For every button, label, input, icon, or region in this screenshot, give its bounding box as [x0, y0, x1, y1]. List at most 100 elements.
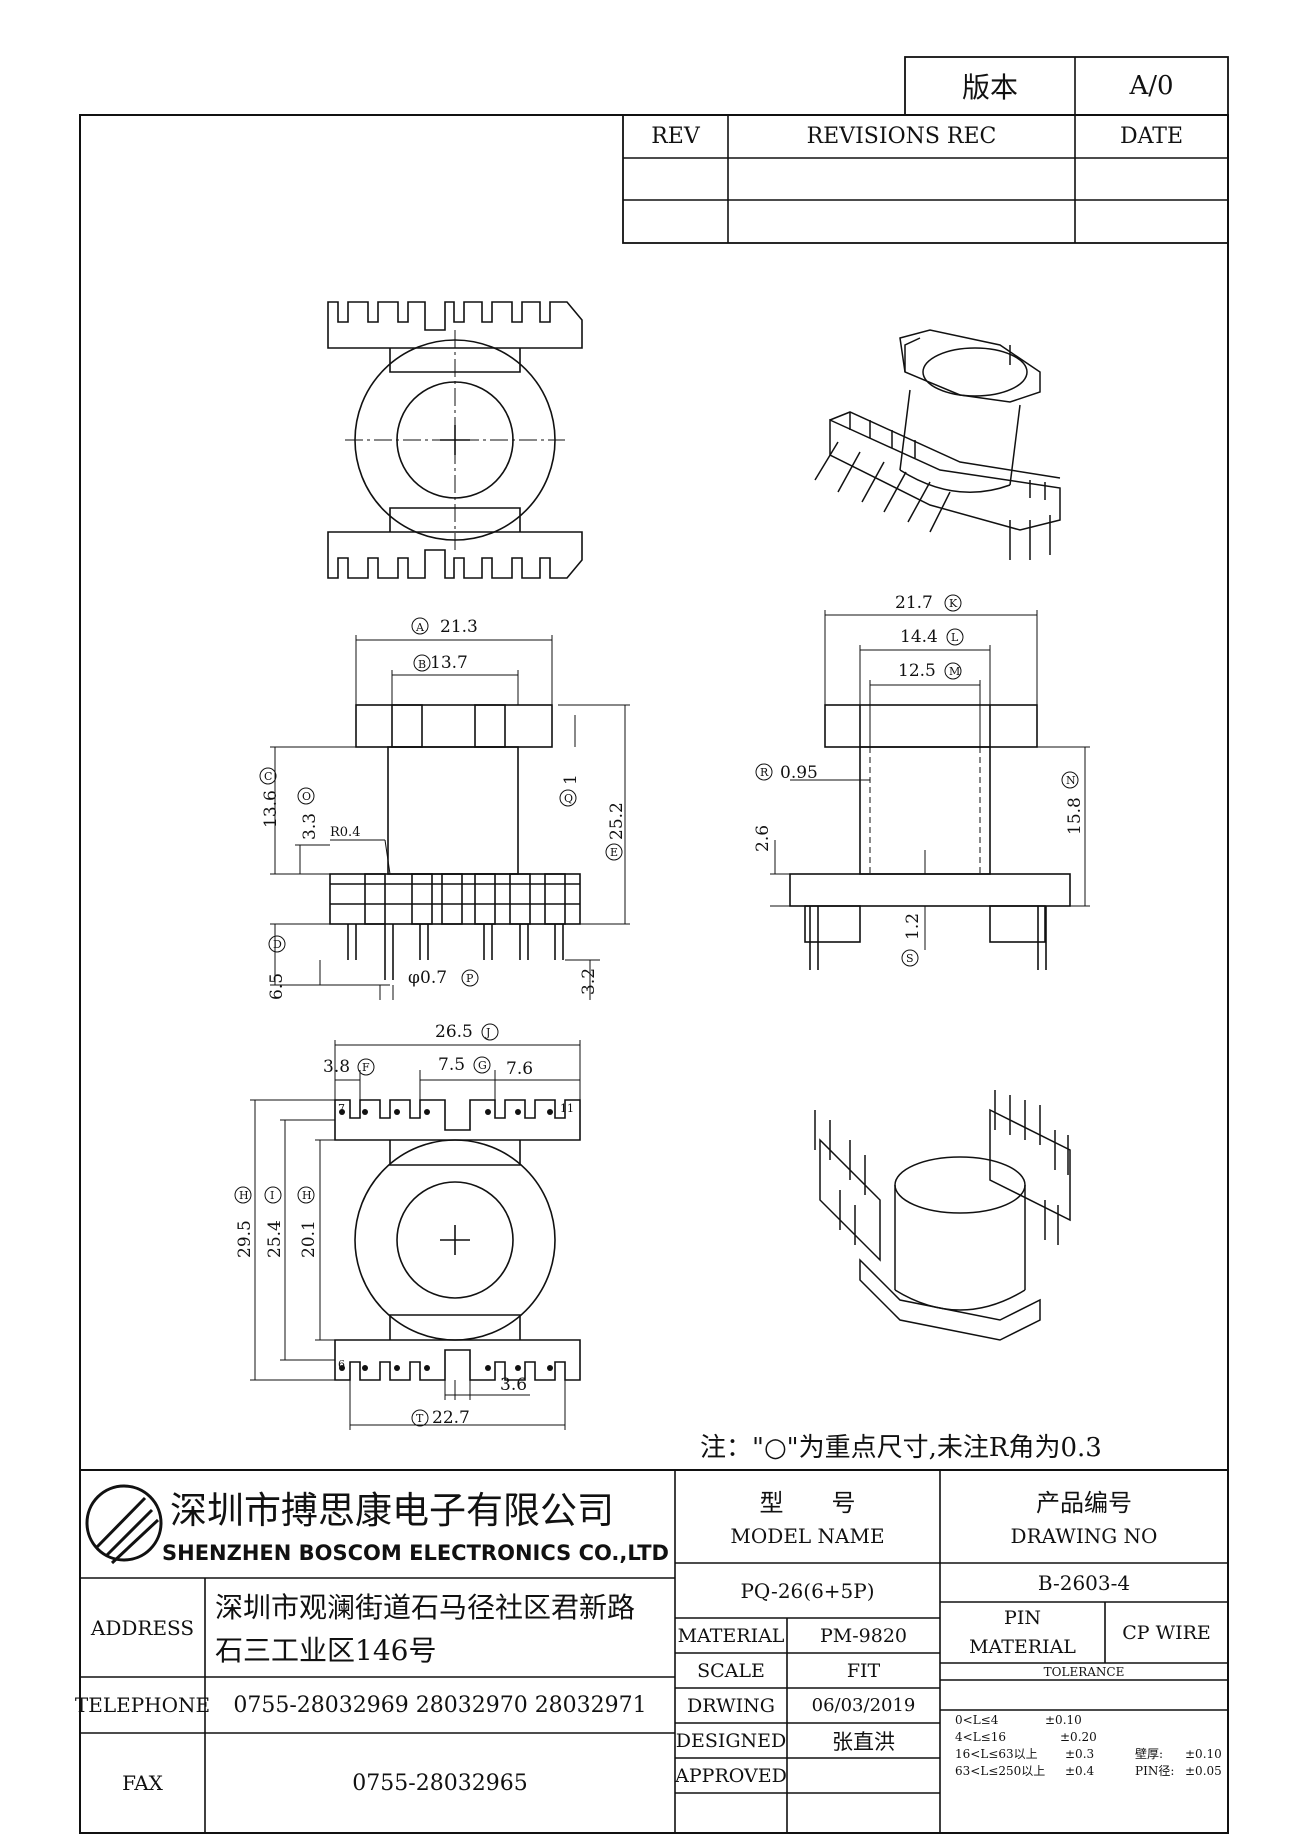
- pin-6-label: 6: [338, 1358, 345, 1371]
- dim-C: 13.6: [261, 790, 281, 828]
- dim-M: 12.5: [898, 661, 936, 681]
- dim-H-20.1: 20.1: [299, 1220, 319, 1258]
- front-view: [270, 635, 630, 1000]
- dim-1.2: 1.2: [903, 913, 923, 940]
- approved-label: APPROVED: [675, 1764, 787, 1787]
- dim-L: 14.4: [900, 627, 938, 647]
- drwing-value: 06/03/2019: [811, 1695, 916, 1716]
- svg-text:F: F: [362, 1061, 370, 1074]
- pin-11-label: 11: [560, 1102, 574, 1115]
- model-name-label-cn: 型 号: [759, 1488, 856, 1517]
- dim-B: 13.7: [430, 653, 468, 673]
- fax-label: FAX: [122, 1771, 163, 1795]
- svg-text:φ: φ: [408, 968, 420, 988]
- tol-value-2: ±0.20: [1060, 1730, 1097, 1744]
- tol-range-1: 0<L≤4: [955, 1713, 999, 1727]
- svg-text:J: J: [485, 1026, 490, 1039]
- dim-3.6: 3.6: [500, 1375, 527, 1395]
- drawing-no-value: B-2603-4: [1037, 1570, 1131, 1595]
- svg-text:K: K: [949, 597, 958, 610]
- dim-J: 26.5: [435, 1022, 473, 1042]
- material-label: MATERIAL: [677, 1624, 785, 1647]
- scale-value: FIT: [846, 1659, 881, 1682]
- rev-header: REV: [651, 124, 700, 149]
- drawing-no-label-cn: 产品编号: [1036, 1488, 1132, 1517]
- svg-text:G: G: [478, 1059, 487, 1072]
- dimension-labels: 21.3 A 13.7 B 13.6 C 3.3 O R0.4 1 Q 25.2…: [234, 593, 1085, 1428]
- dim-P: 0.7: [420, 968, 447, 988]
- svg-text:B: B: [418, 658, 426, 671]
- designed-value: 张直洪: [832, 1729, 895, 1754]
- fax-value: 0755-28032965: [352, 1770, 528, 1796]
- pin-material-label-2: MATERIAL: [969, 1636, 1076, 1658]
- svg-text:N: N: [1066, 774, 1076, 787]
- tol-value-4: ±0.4: [1065, 1764, 1095, 1778]
- tol-range-3: 16<L≤63以上: [955, 1747, 1038, 1761]
- pin-7-label: 7: [338, 1102, 345, 1115]
- svg-text:D: D: [273, 938, 282, 951]
- side-view: [770, 610, 1090, 970]
- address-line-1: 深圳市观澜街道石马径社区君新路: [215, 1591, 636, 1624]
- company-name-cn: 深圳市搏思康电子有限公司: [170, 1489, 614, 1532]
- tol-pin-label: PIN径:: [1135, 1764, 1175, 1778]
- dim-K: 21.7: [895, 593, 933, 613]
- svg-text:P: P: [466, 972, 474, 985]
- svg-text:C: C: [264, 770, 272, 783]
- company-name-en: SHENZHEN BOSCOM ELECTRONICS CO.,LTD: [162, 1541, 669, 1565]
- dim-O: 3.3: [300, 813, 320, 840]
- telephone-label: TELEPHONE: [74, 1693, 211, 1717]
- tol-value-1: ±0.10: [1045, 1713, 1082, 1727]
- revisions-table: [622, 114, 1229, 244]
- drwing-label: DRWING: [687, 1694, 775, 1717]
- tol-wall-value: ±0.10: [1185, 1747, 1222, 1761]
- drawing-note: 注："○"为重点尺寸,未注R角为0.3: [700, 1432, 1102, 1463]
- tolerance-label: TOLERANCE: [1043, 1664, 1125, 1679]
- designed-label: DESIGNED: [675, 1729, 787, 1752]
- dim-H-29.5: 29.5: [235, 1220, 255, 1258]
- material-value: PM-9820: [819, 1624, 907, 1647]
- svg-text:H: H: [302, 1189, 312, 1202]
- address-line-2: 石三工业区146号: [215, 1634, 437, 1667]
- dim-T: 22.7: [432, 1408, 470, 1428]
- version-label: 版本: [961, 71, 1018, 104]
- tol-pin-value: ±0.05: [1185, 1764, 1222, 1778]
- top-view-1: [327, 301, 583, 579]
- bottom-view: [250, 1040, 581, 1430]
- svg-text:O: O: [302, 790, 311, 803]
- dim-R: R0.4: [330, 825, 360, 840]
- model-name-label-en: MODEL NAME: [730, 1524, 885, 1548]
- pin-material-label-1: PIN: [1004, 1607, 1041, 1629]
- svg-text:Q: Q: [564, 792, 573, 805]
- scale-label: SCALE: [697, 1659, 765, 1682]
- dim-I-25.4: 25.4: [265, 1220, 285, 1258]
- dim-E: 25.2: [607, 802, 627, 840]
- telephone-value: 0755-28032969 28032970 28032971: [233, 1692, 647, 1718]
- dim-G: 7.5: [438, 1055, 465, 1075]
- svg-text:E: E: [610, 846, 618, 859]
- isometric-view-1: [814, 329, 1061, 560]
- dim-N: 15.8: [1065, 797, 1085, 835]
- dim-3.2: 3.2: [579, 968, 599, 995]
- dim-F: 3.8: [323, 1057, 350, 1077]
- svg-text:H: H: [239, 1189, 249, 1202]
- svg-text:R: R: [760, 766, 769, 779]
- title-block-lines: [80, 1469, 1228, 1833]
- svg-text:A: A: [415, 621, 425, 634]
- dim-A: 21.3: [440, 617, 478, 637]
- isometric-view-2: [814, 1090, 1071, 1341]
- tol-value-3: ±0.3: [1065, 1747, 1095, 1761]
- svg-text:S: S: [906, 952, 914, 965]
- date-header: DATE: [1119, 124, 1184, 149]
- dim-7.6: 7.6: [506, 1059, 533, 1079]
- drawing-no-label-en: DRAWING NO: [1010, 1524, 1158, 1548]
- version-value: A/0: [1129, 71, 1174, 101]
- dim-0.95: 0.95: [780, 763, 818, 783]
- dim-D: 6.5: [267, 973, 287, 1000]
- tol-range-2: 4<L≤16: [955, 1730, 1006, 1744]
- company-logo: [85, 1484, 163, 1565]
- svg-text:L: L: [951, 631, 959, 644]
- tol-range-4: 63<L≤250以上: [955, 1764, 1046, 1778]
- address-label: ADDRESS: [90, 1615, 195, 1640]
